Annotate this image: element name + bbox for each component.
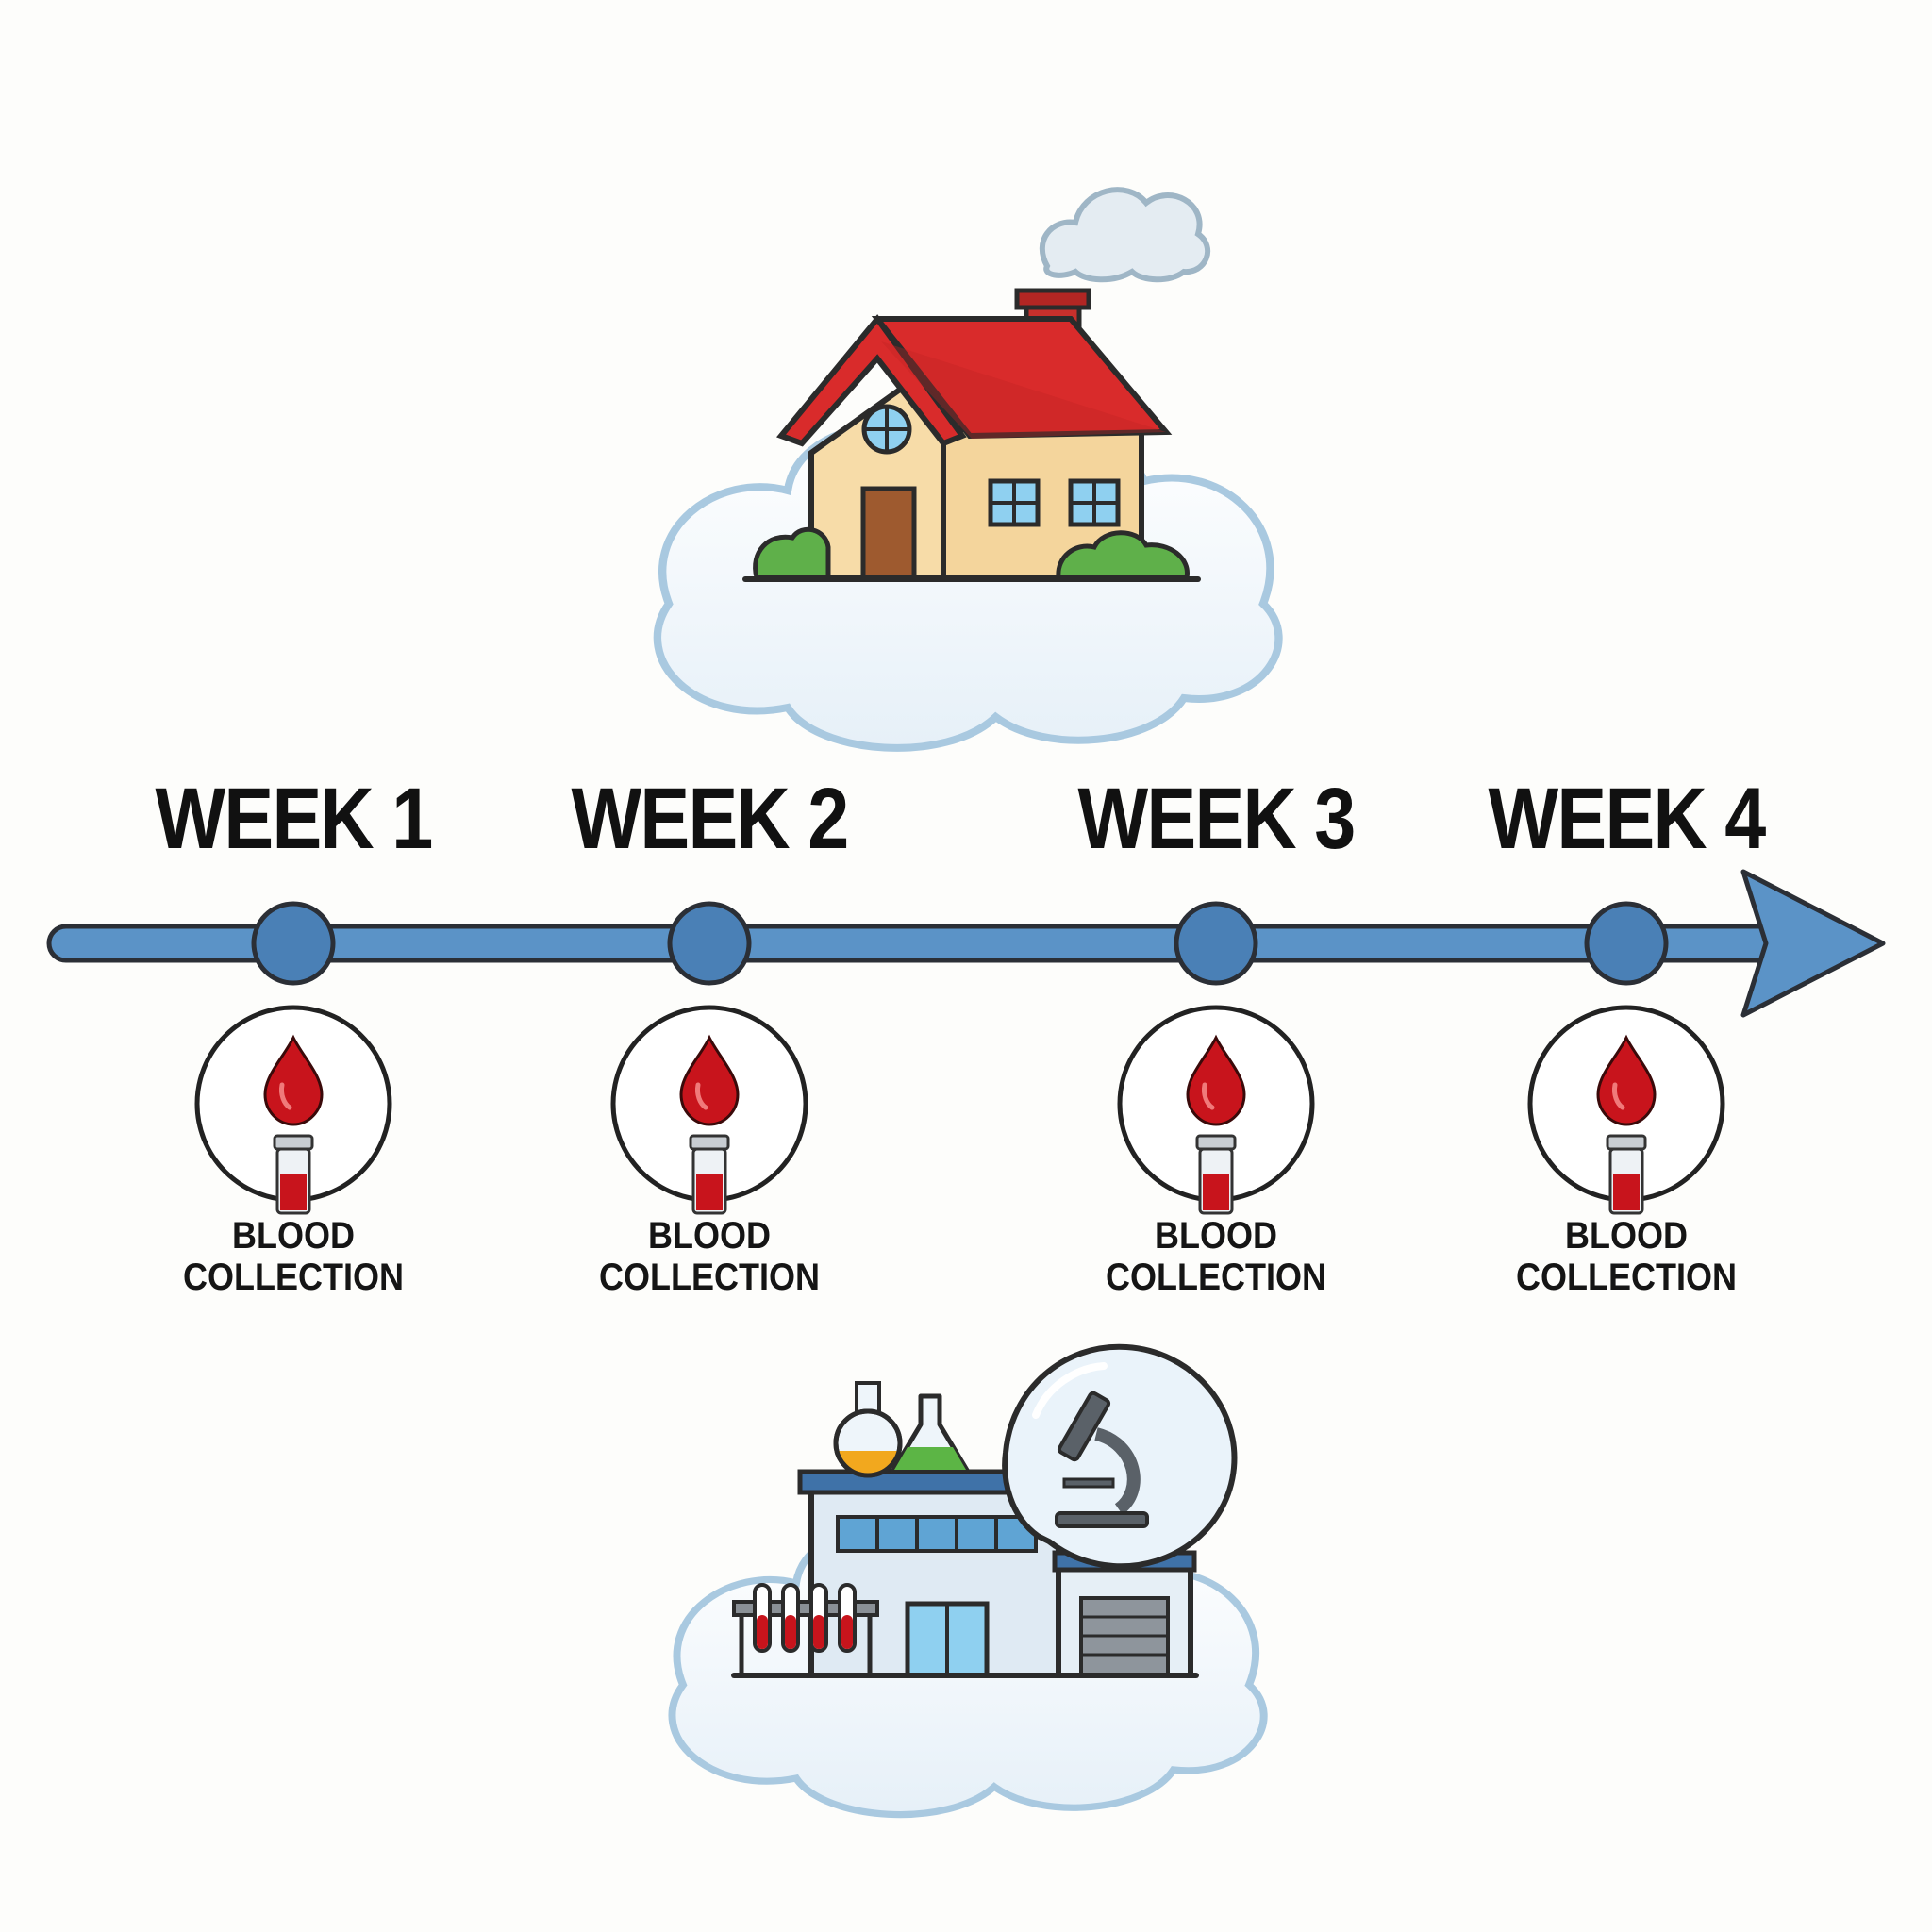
week-label: WEEK 4 [1488, 771, 1766, 867]
sample-label-line1: BLOOD [1565, 1215, 1688, 1257]
house-on-cloud-icon [658, 187, 1279, 748]
timeline-node [1174, 901, 1258, 986]
beaker-icon [890, 1393, 971, 1474]
blood-drop-vial-icon [197, 1008, 390, 1213]
smoke-cloud-icon [1039, 187, 1211, 283]
timeline-node [251, 901, 336, 986]
sample-label: BLOOD COLLECTION [149, 1215, 438, 1298]
week-label: WEEK 3 [1077, 771, 1356, 867]
blood-drop-vial-icon [1120, 1008, 1312, 1213]
blood-drop-vial-icon [613, 1008, 806, 1213]
flask-icon [833, 1381, 903, 1478]
sample-label-line2: COLLECTION [1106, 1257, 1326, 1298]
laboratory-on-cloud-icon [672, 1343, 1263, 1815]
blood-drop-vial-icon [1530, 1008, 1723, 1213]
test-tube-rack-icon [731, 1583, 1199, 1678]
sample-label: BLOOD COLLECTION [565, 1215, 854, 1298]
timeline-node [1584, 901, 1669, 986]
sample-label-line1: BLOOD [648, 1215, 771, 1257]
sample-label-line1: BLOOD [232, 1215, 355, 1257]
microscope-bubble-icon [1002, 1343, 1238, 1570]
sample-label-line2: COLLECTION [1516, 1257, 1737, 1298]
sample-label-line2: COLLECTION [183, 1257, 404, 1298]
sample-label-line1: BLOOD [1155, 1215, 1277, 1257]
week-label: WEEK 1 [155, 771, 433, 867]
week-label: WEEK 2 [571, 771, 849, 867]
sample-label: BLOOD COLLECTION [1072, 1215, 1360, 1298]
sample-label: BLOOD COLLECTION [1482, 1215, 1771, 1298]
timeline-arrow [46, 869, 1886, 1018]
timeline-node [667, 901, 752, 986]
sample-label-line2: COLLECTION [599, 1257, 820, 1298]
